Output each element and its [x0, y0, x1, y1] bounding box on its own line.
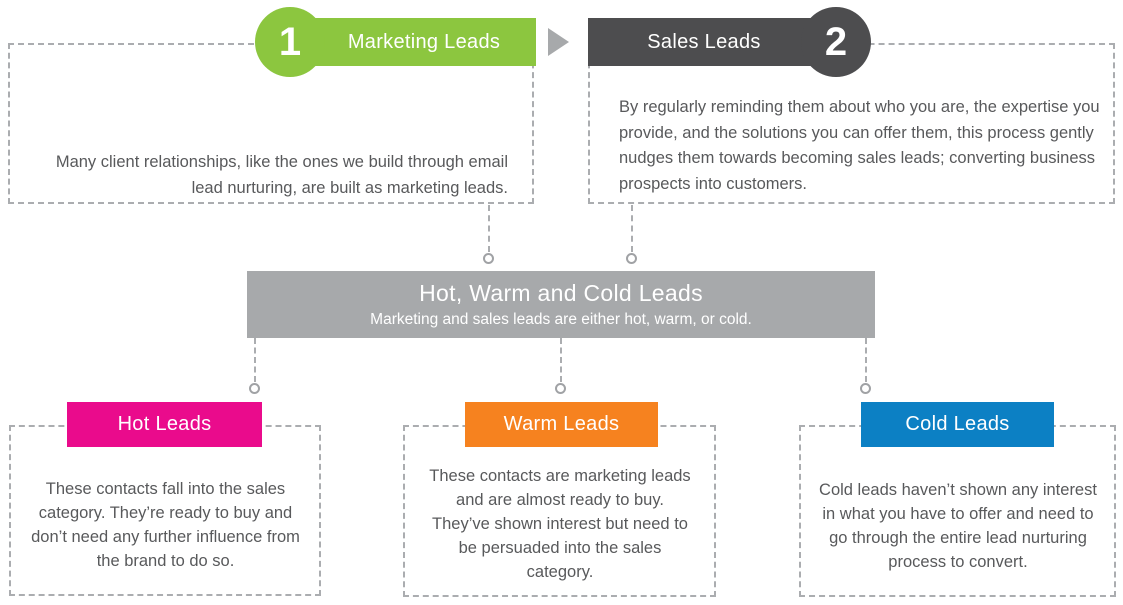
warm-leads-header: Warm Leads — [465, 402, 658, 447]
connector-node-warm — [555, 383, 566, 394]
banner: Hot, Warm and Cold Leads Marketing and s… — [247, 271, 875, 338]
banner-subtitle: Marketing and sales leads are either hot… — [370, 310, 752, 328]
connector-line-sales — [631, 205, 633, 252]
connector-line-hot — [254, 338, 256, 382]
connector-line-cold — [865, 338, 867, 382]
sales-leads-description: By regularly reminding them about who yo… — [619, 98, 1100, 193]
sales-leads-header-bar: Sales Leads — [588, 18, 820, 66]
connector-line-marketing — [488, 205, 490, 252]
connector-node-marketing — [483, 253, 494, 264]
step-1-number-circle: 1 — [255, 7, 325, 77]
cold-leads-header: Cold Leads — [861, 402, 1054, 447]
cold-leads-description: Cold leads haven’t shown any interest in… — [819, 481, 1097, 571]
banner-title: Hot, Warm and Cold Leads — [419, 279, 703, 306]
marketing-leads-box: Many client relationships, like the ones… — [8, 43, 534, 204]
sales-leads-box: By regularly reminding them about who yo… — [588, 43, 1115, 204]
warm-leads-description: These contacts are marketing leads and a… — [429, 467, 691, 581]
connector-node-sales — [626, 253, 637, 264]
connector-line-warm — [560, 338, 562, 382]
marketing-leads-description: Many client relationships, like the ones… — [55, 153, 508, 197]
hot-leads-description: These contacts fall into the sales categ… — [31, 480, 300, 570]
hot-leads-header: Hot Leads — [67, 402, 262, 447]
step-2-number-circle: 2 — [801, 7, 871, 77]
marketing-leads-header-bar: Marketing Leads — [290, 18, 536, 66]
connector-node-hot — [249, 383, 260, 394]
connector-node-cold — [860, 383, 871, 394]
arrow-right-icon — [548, 28, 569, 56]
